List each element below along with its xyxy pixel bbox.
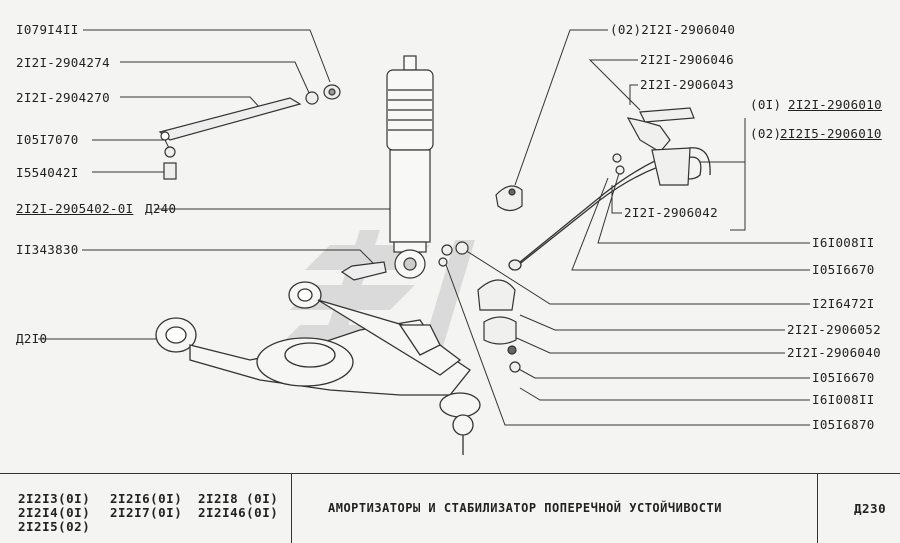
- sheet-title: АМОРТИЗАТОРЫ И СТАБИЛИЗАТОР ПОПЕРЕЧНОЙ У…: [328, 501, 722, 515]
- code-cell: Д230: [818, 474, 900, 543]
- lower-control-arm: [155, 281, 481, 455]
- label-part-r2: 2I2I-2906046: [640, 52, 734, 67]
- lower-bolt: [340, 261, 387, 281]
- models-cell: 2I2I3(0I) 2I2I4(0I) 2I2I5(02) 2I2I6(0I) …: [0, 474, 292, 543]
- sheet-code: Д230: [854, 501, 887, 516]
- label-part-r9: I2I6472I: [812, 296, 875, 311]
- label-part-1: I079I4II: [16, 22, 79, 37]
- model-2-1: 2I2I6(0I): [110, 491, 183, 506]
- label-part-r6: 2I2I-2906042: [624, 205, 718, 220]
- label-part-r1: (02)2I2I-2906040: [610, 22, 736, 37]
- model-3-1: 2I2I8 (0I): [198, 491, 279, 506]
- model-1-2: 2I2I4(0I): [18, 505, 91, 520]
- label-part-r12: I05I6670: [812, 370, 875, 385]
- model-1-3: 2I2I5(02): [18, 519, 91, 534]
- title-cell: АМОРТИЗАТОРЫ И СТАБИЛИЗАТОР ПОПЕРЕЧНОЙ У…: [292, 474, 818, 543]
- label-part-r10: 2I2I-2906052: [787, 322, 881, 337]
- label-part-5: I554042I: [16, 165, 79, 180]
- label-part-r4: 2I2I-2906010: [788, 97, 882, 112]
- label-part-r7: I6I008II: [812, 235, 875, 250]
- label-part-8: Д2I0: [16, 331, 48, 346]
- diagram-drawing: [38, 29, 810, 455]
- leader-lines-left: [38, 29, 393, 340]
- label-part-6: 2I2I-2905402-0I: [16, 201, 134, 216]
- label-part-4: I05I7070: [16, 132, 79, 147]
- label-part-2: 2I2I-2904274: [16, 55, 110, 70]
- stabilizer-parts: [438, 107, 695, 373]
- label-part-r13: I6I008II: [812, 392, 875, 407]
- label-part-r5: 2I2I5-2906010: [780, 126, 882, 141]
- top-mount-parts: [158, 84, 341, 180]
- label-part-r14: I05I6870: [812, 417, 875, 432]
- label-part-3: 2I2I-2904270: [16, 90, 110, 105]
- title-block: 2I2I3(0I) 2I2I4(0I) 2I2I5(02) 2I2I6(0I) …: [0, 473, 900, 543]
- label-part-6-ref: Д240: [145, 201, 177, 216]
- label-part-r3: 2I2I-2906043: [640, 77, 734, 92]
- leader-lines-right: [444, 29, 810, 426]
- label-part-7: II343830: [16, 242, 79, 257]
- label-part-r8: I05I6670: [812, 262, 875, 277]
- label-part-r5-variant: (02): [750, 126, 782, 141]
- label-part-r11: 2I2I-2906040: [787, 345, 881, 360]
- label-part-r4-variant: (0I): [750, 97, 782, 112]
- model-3-2: 2I2I46(0I): [198, 505, 279, 520]
- shock-absorber: [386, 55, 434, 279]
- model-2-2: 2I2I7(0I): [110, 505, 183, 520]
- model-1-1: 2I2I3(0I): [18, 491, 91, 506]
